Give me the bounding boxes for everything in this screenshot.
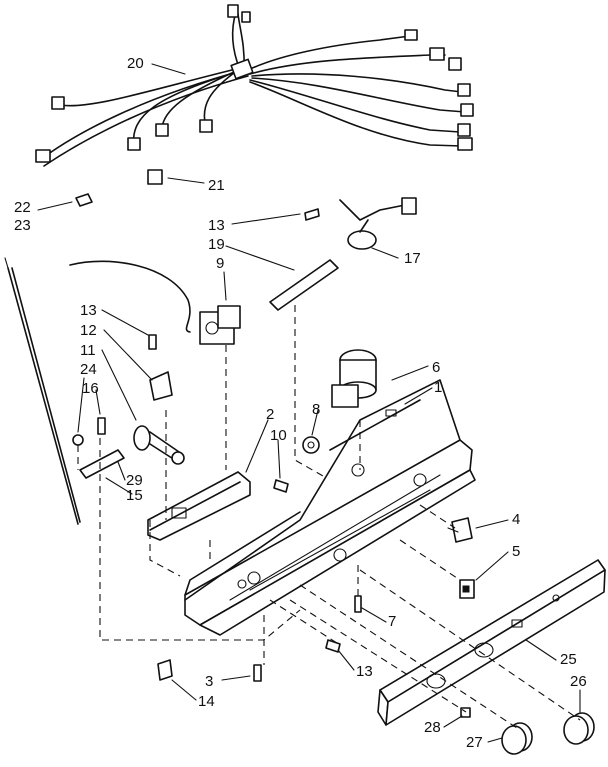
callout-28: 28 [424, 719, 441, 736]
callout-labels: 20 21 22 23 13 19 17 9 13 12 11 24 16 6 … [14, 55, 587, 751]
part-22-clip [75, 193, 93, 207]
callout-22: 22 [14, 199, 31, 216]
part-14-clip [157, 659, 173, 681]
callout-16: 16 [82, 380, 99, 397]
part-7-screw [354, 595, 362, 613]
part-5-switch [459, 579, 475, 599]
callout-21: 21 [208, 177, 225, 194]
callout-8: 8 [312, 401, 320, 418]
part-6-motor [331, 349, 377, 408]
callout-6: 6 [432, 359, 440, 376]
part-19-sensor-tube [269, 259, 339, 311]
part-1-control-housing [184, 379, 476, 636]
callout-4: 4 [512, 511, 520, 528]
callout-12: 12 [80, 322, 97, 339]
part-9-thermostat [69, 260, 241, 345]
callout-7: 7 [388, 613, 396, 630]
part-11-valve [133, 425, 185, 465]
callout-5: 5 [512, 543, 520, 560]
part-28-bushing [460, 707, 471, 718]
leader-lines [37, 63, 581, 743]
part-13-screw-left [148, 334, 157, 350]
part-17-terminator [339, 197, 417, 250]
callout-25: 25 [560, 651, 577, 668]
callout-23: 23 [14, 217, 31, 234]
callout-19: 19 [208, 236, 225, 253]
callout-14: 14 [198, 693, 215, 710]
part-12-bracket [149, 371, 173, 401]
callout-13b: 13 [80, 302, 97, 319]
part-10-screw [273, 479, 289, 493]
part-29-lever [79, 449, 125, 479]
part-25-control-panel [377, 559, 606, 726]
callout-17: 17 [404, 250, 421, 267]
part-23-rod [7, 267, 79, 525]
assembly-lines [77, 305, 581, 731]
part-24-washer [72, 434, 84, 446]
part-4-switch [447, 517, 473, 543]
wiring-harness [35, 4, 474, 167]
part-21-clip [147, 169, 163, 185]
callout-29: 29 [126, 472, 143, 489]
callout-24: 24 [80, 361, 97, 378]
callout-2: 2 [266, 406, 274, 423]
part-13-screw-top [304, 208, 320, 221]
callout-1: 1 [434, 379, 442, 396]
callout-20: 20 [127, 55, 144, 72]
callout-9: 9 [216, 255, 224, 272]
part-16-screw [97, 417, 106, 435]
part-3-screw [253, 664, 262, 682]
part-2-bracket [147, 471, 251, 541]
callout-10: 10 [270, 427, 287, 444]
callout-13a: 13 [208, 217, 225, 234]
callout-3: 3 [205, 673, 213, 690]
part-26-knob [563, 712, 595, 745]
callout-15: 15 [126, 487, 143, 504]
callout-11: 11 [80, 342, 96, 359]
callout-26: 26 [570, 673, 587, 690]
callout-27: 27 [466, 734, 483, 751]
part-27-knob [501, 722, 533, 755]
part-8-grommet [302, 436, 320, 454]
callout-13c: 13 [356, 663, 373, 680]
